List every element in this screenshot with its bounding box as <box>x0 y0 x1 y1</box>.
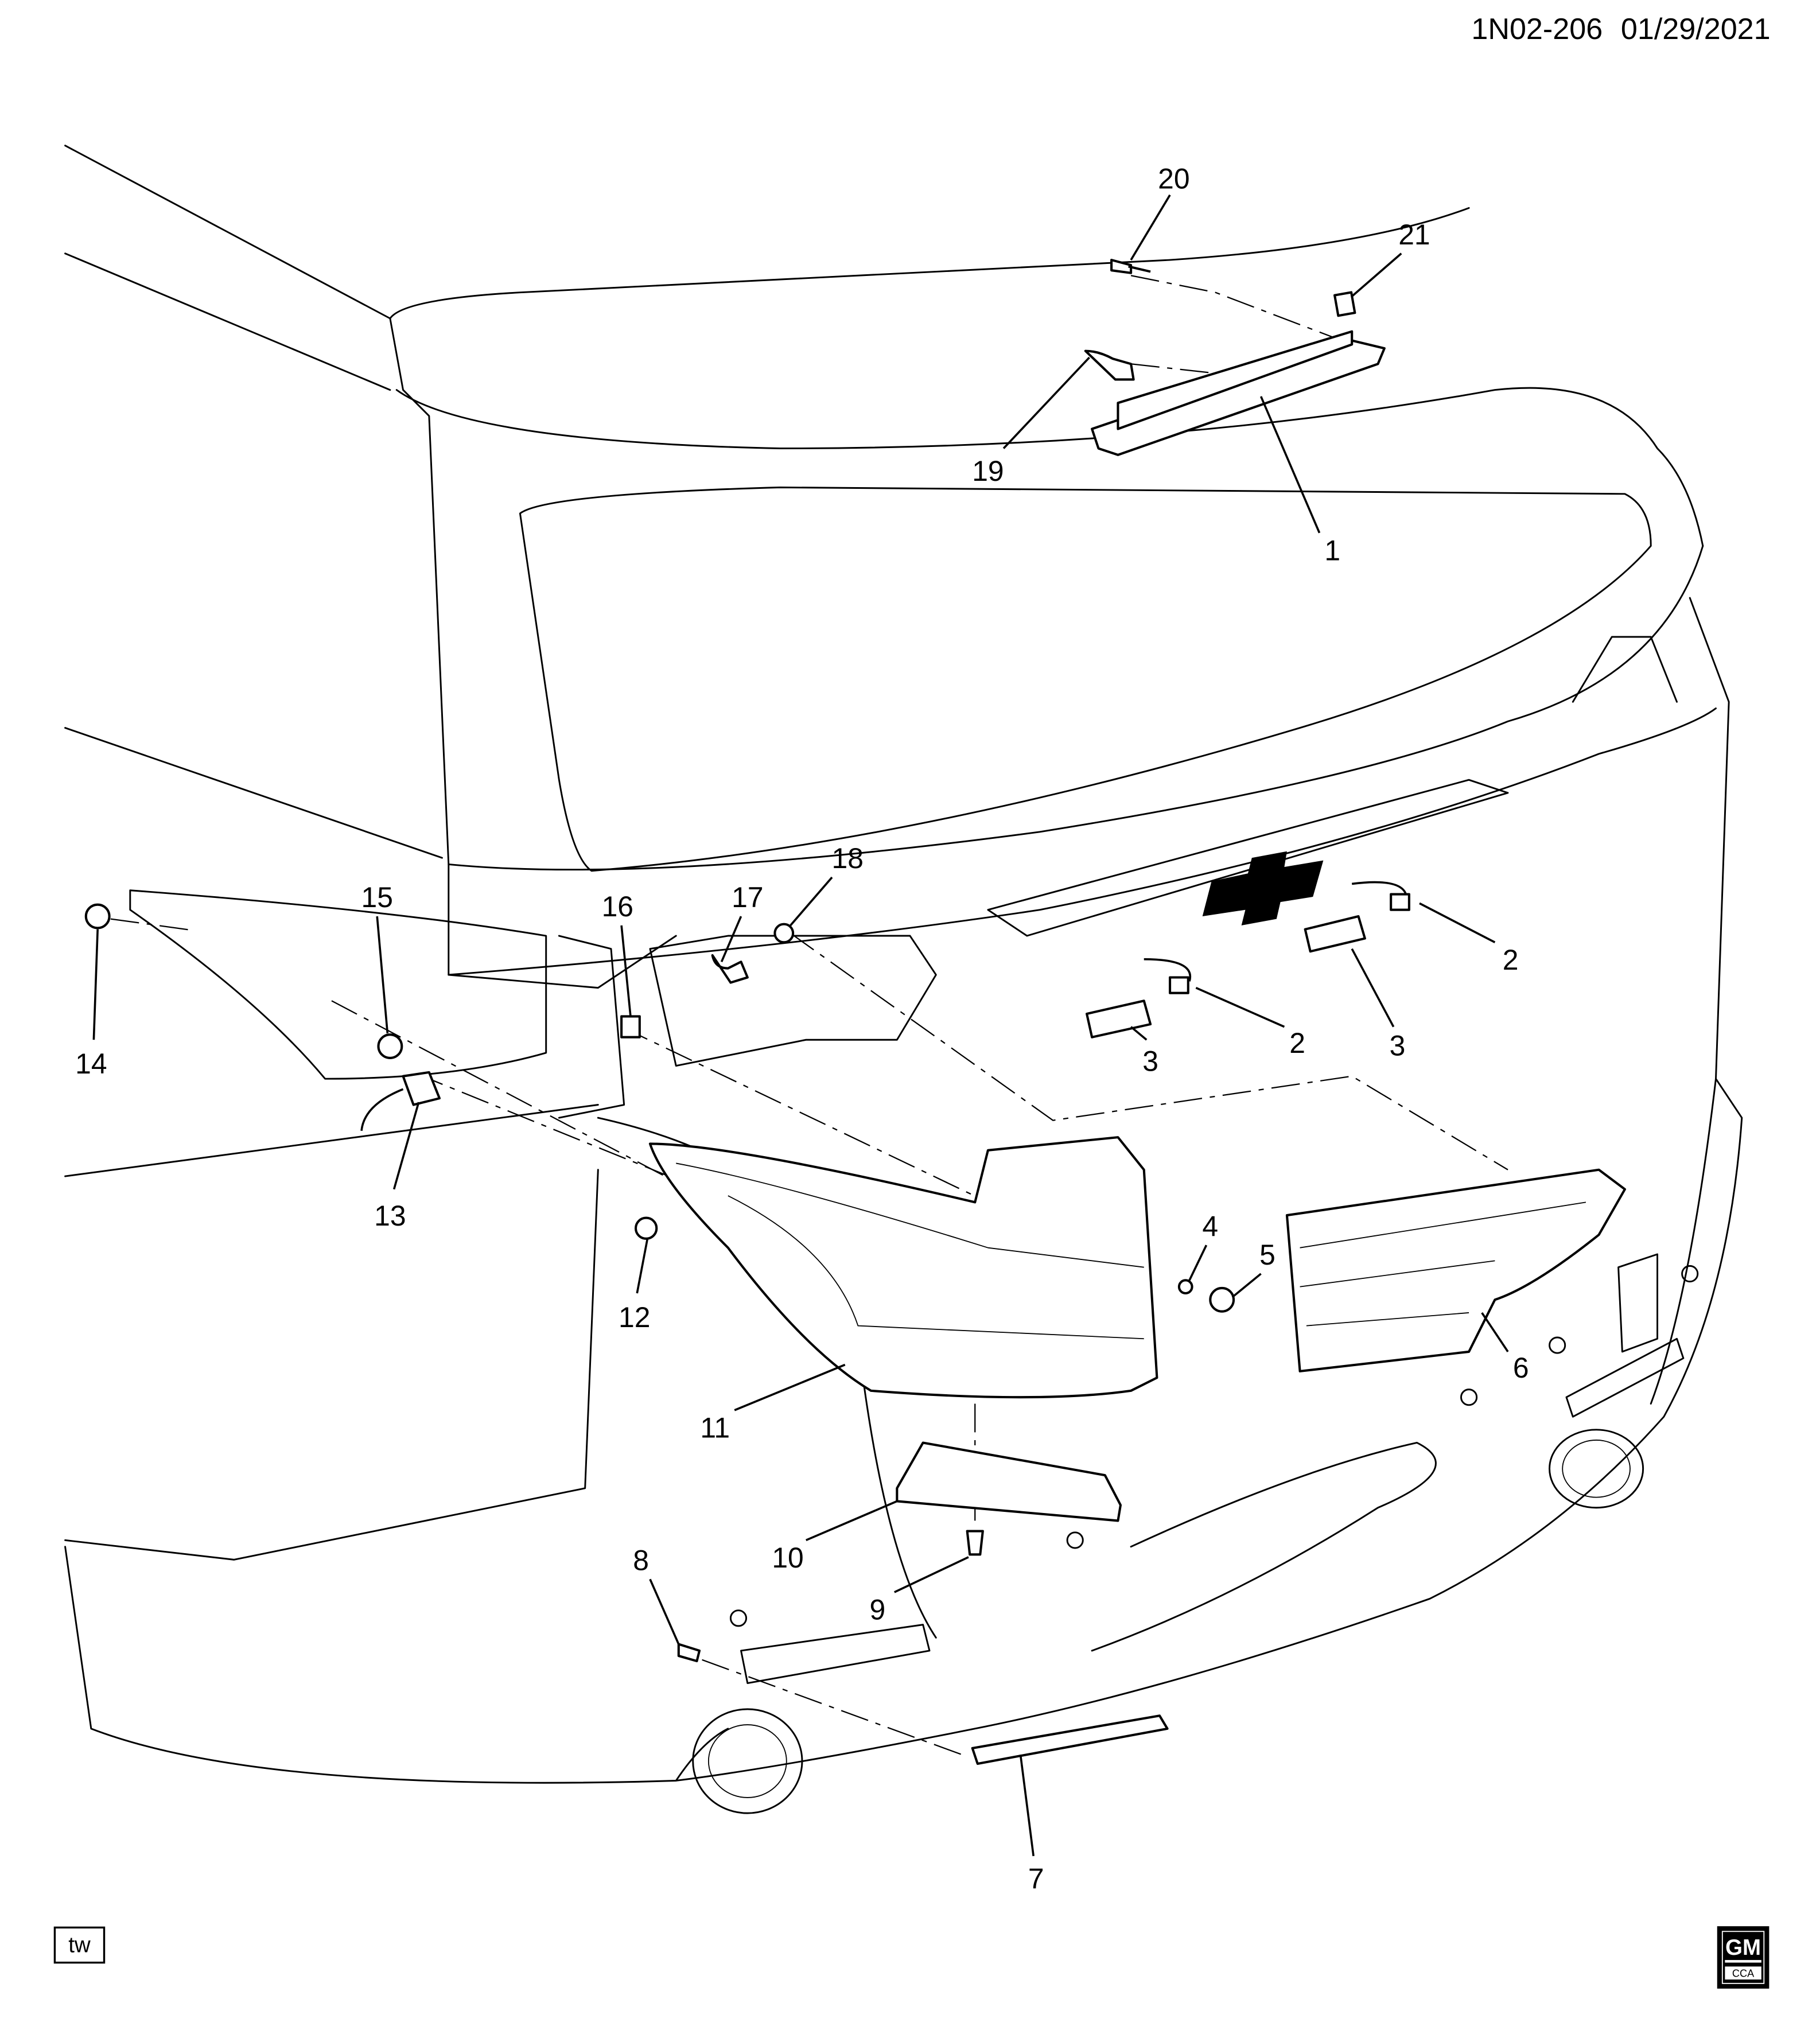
callout-7: 7 <box>1028 1862 1044 1895</box>
svg-text:CCA: CCA <box>1732 1968 1755 1979</box>
callout-20: 20 <box>1158 162 1189 195</box>
bowtie-emblem <box>1202 851 1324 925</box>
part-9-screw[interactable] <box>966 1530 984 1556</box>
part-17-connector[interactable] <box>711 954 749 984</box>
callout-11: 11 <box>700 1411 730 1444</box>
vehicle-body-outline <box>64 145 1743 1814</box>
callout-10: 10 <box>772 1542 803 1574</box>
callout-14: 14 <box>75 1048 107 1080</box>
callout-6: 6 <box>1513 1352 1529 1384</box>
svg-text:tw: tw <box>68 1932 91 1957</box>
part-12-socket[interactable] <box>634 1216 658 1240</box>
gm-cca-logo: GM CCA <box>1717 1926 1770 1989</box>
part-11-tail-lamp-left[interactable] <box>648 1136 1158 1399</box>
part-6-tail-lamp-right[interactable] <box>1285 1168 1626 1372</box>
callout-12: 12 <box>619 1301 650 1333</box>
part-7-reflector[interactable] <box>971 1714 1169 1765</box>
part-4-screw[interactable] <box>1177 1279 1193 1295</box>
part-19-connector[interactable] <box>1084 349 1135 381</box>
callout-9: 9 <box>870 1594 886 1626</box>
callout-3-right: 3 <box>1390 1029 1406 1061</box>
part-5-plug[interactable] <box>1209 1286 1235 1313</box>
part-18-grommet[interactable] <box>773 923 795 944</box>
callout-5: 5 <box>1259 1239 1275 1271</box>
part-14-plug[interactable] <box>84 903 111 929</box>
part-3-license-lamp[interactable] <box>1086 915 1366 1039</box>
part-10-bracket[interactable] <box>896 1441 1122 1522</box>
callout-13: 13 <box>374 1200 406 1232</box>
part-8-screw[interactable] <box>677 1643 701 1663</box>
part-21-nut[interactable] <box>1333 291 1356 317</box>
part-15-socket[interactable] <box>377 1033 403 1059</box>
callout-3-left: 3 <box>1142 1045 1158 1078</box>
part-13-bulb-socket[interactable] <box>360 1071 441 1131</box>
part-1-high-mount-stop-lamp[interactable] <box>1091 330 1386 456</box>
part-2-license-lamp-harness[interactable] <box>1144 881 1410 994</box>
callout-1: 1 <box>1324 534 1340 566</box>
callout-2-right: 2 <box>1503 944 1519 976</box>
view-tag: tw <box>53 1926 106 1964</box>
part-20-bolt[interactable] <box>1110 259 1151 274</box>
callout-16: 16 <box>602 890 633 923</box>
leader-lines <box>92 194 1509 1857</box>
installation-lines <box>110 275 1508 1756</box>
callout-4: 4 <box>1202 1210 1218 1242</box>
callout-18: 18 <box>832 842 864 874</box>
part-16-nut[interactable] <box>620 1015 641 1039</box>
callout-8: 8 <box>633 1544 649 1576</box>
callout-labels: 20 21 19 1 18 17 16 15 14 13 2 3 2 3 4 5… <box>75 162 1529 1895</box>
callout-2-left: 2 <box>1289 1027 1305 1059</box>
callout-19: 19 <box>972 455 1004 487</box>
callout-15: 15 <box>361 881 393 913</box>
callout-17: 17 <box>732 881 763 913</box>
callout-21: 21 <box>1398 219 1430 251</box>
svg-text:GM: GM <box>1725 1935 1761 1960</box>
